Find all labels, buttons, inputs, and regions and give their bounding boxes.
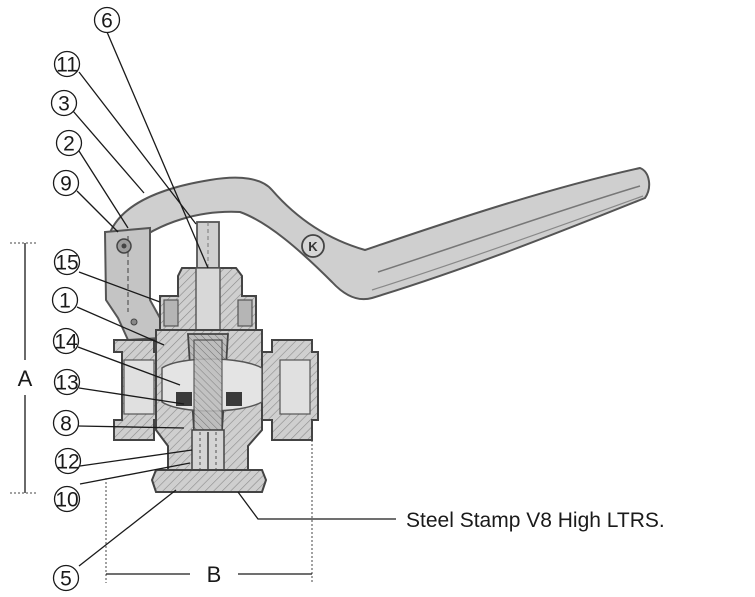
- callout-2: 2: [55, 129, 83, 157]
- callout-10: 10: [53, 485, 81, 513]
- callout-2-label: 2: [63, 133, 75, 156]
- callout-8: 8: [52, 409, 80, 437]
- dimension-a-label: A: [18, 366, 33, 391]
- callout-6: 6: [93, 6, 121, 34]
- handle-k-label: K: [308, 239, 318, 254]
- valve-stem: [196, 221, 220, 273]
- dimension-a: A: [10, 242, 38, 494]
- callout-1: 1: [51, 286, 79, 314]
- callout-15-label: 15: [55, 252, 78, 275]
- dimension-b: B: [105, 440, 313, 587]
- leader-lines: [72, 31, 396, 567]
- callout-12: 12: [54, 447, 82, 475]
- callout-5-label: 5: [60, 568, 72, 591]
- callout-9: 9: [52, 169, 80, 197]
- valve-body: [113, 329, 319, 473]
- lever-handle: [106, 166, 651, 301]
- callout-11-label: 11: [56, 54, 78, 77]
- callout-3-label: 3: [58, 93, 70, 116]
- dimension-b-label: B: [207, 562, 222, 587]
- handle-k-mark: K: [301, 234, 325, 258]
- callout-8-label: 8: [60, 413, 72, 436]
- callout-13-label: 13: [55, 372, 78, 395]
- bonnet: [159, 267, 257, 331]
- callout-14: 14: [52, 327, 80, 355]
- callout-10-label: 10: [55, 489, 78, 512]
- callout-13: 13: [53, 368, 81, 396]
- callout-3: 3: [50, 89, 78, 117]
- callout-15: 15: [53, 248, 81, 276]
- callout-5: 5: [52, 564, 80, 592]
- callout-9-label: 9: [60, 173, 72, 196]
- callout-14-label: 14: [54, 331, 78, 354]
- stamp-note: Steel Stamp V8 High LTRS.: [406, 509, 665, 532]
- callout-6-label: 6: [101, 10, 113, 33]
- callout-11: 11: [53, 50, 81, 78]
- bottom-cap: [150, 469, 268, 493]
- callout-1-label: 1: [59, 290, 71, 313]
- callout-12-label: 12: [56, 451, 79, 474]
